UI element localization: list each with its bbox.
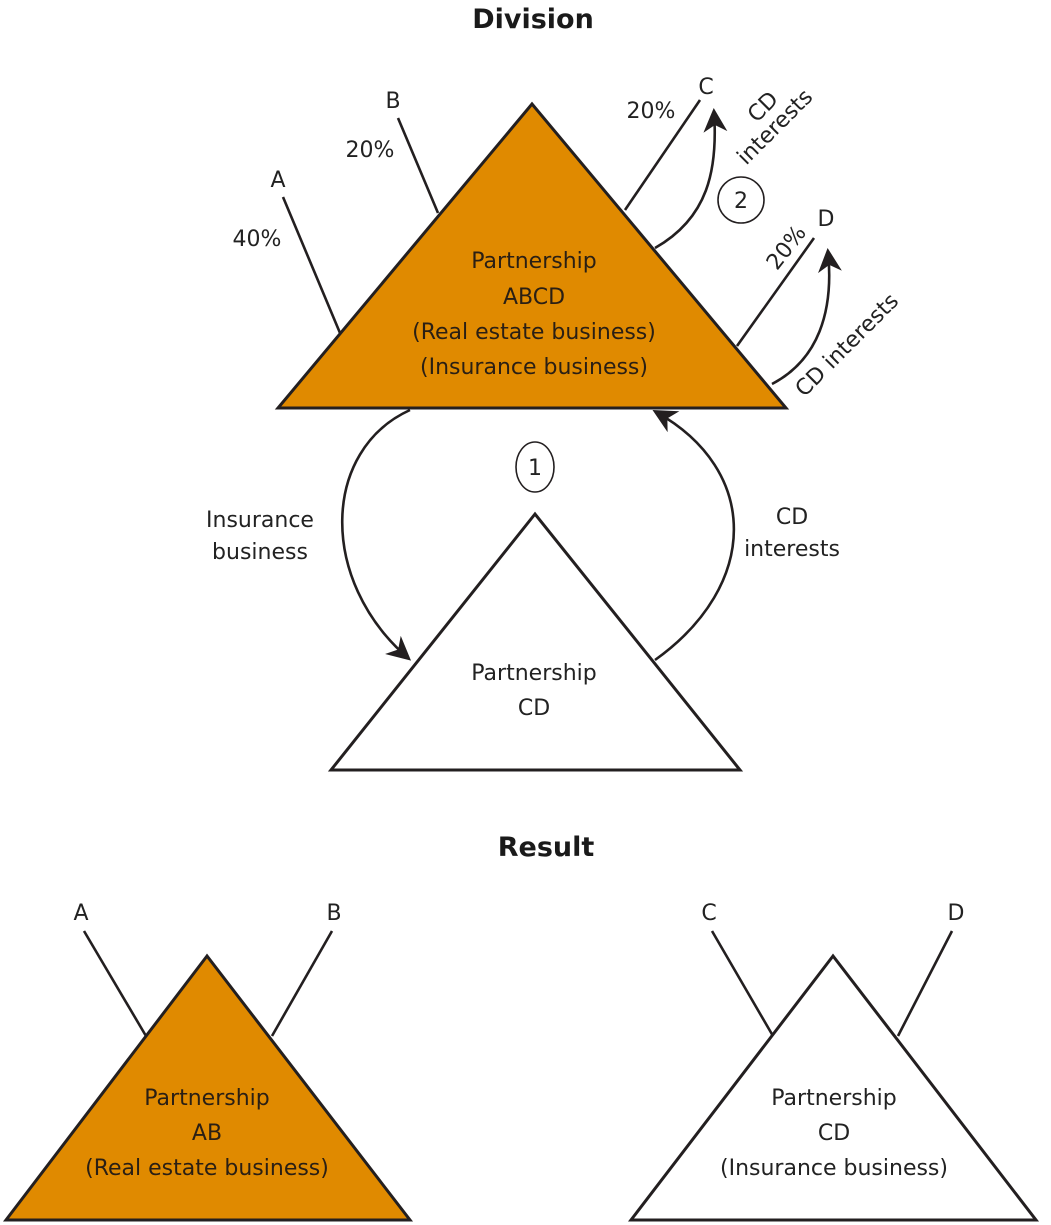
result-title: Result [498,832,595,863]
step-1-number: 1 [528,456,542,481]
partner-d-share: 20% [762,221,812,275]
partnership-cd-new-label: Partnership [471,661,596,686]
partner-c-line [623,99,702,211]
step-2-marker [717,176,765,224]
partner-b-line [396,117,440,214]
partnership-cd-result-triangle [627,953,1040,1222]
partner-a-label: A [270,168,285,193]
partner-a-share: 40% [233,227,282,252]
partnership-cd-new-name: CD [518,696,550,721]
partnership-abcd-triangle [274,101,790,410]
result-partner-d-line [896,930,954,1037]
partnership-cd-new-triangle [327,511,744,772]
partnership-cd-result-business: (Insurance business) [720,1156,948,1181]
result-partner-b-label: B [326,901,341,926]
result-partner-a-label: A [73,901,88,926]
partnership-cd-result-name: CD [818,1121,850,1146]
partnership-ab-business: (Real estate business) [85,1156,329,1181]
partnership-abcd-insurance: (Insurance business) [420,355,648,380]
result-partner-b-line [270,930,334,1037]
partnership-ab-label: Partnership [144,1086,269,1111]
partnership-abcd-label: Partnership [471,249,596,274]
step-2-number: 2 [734,189,748,214]
cd-interests-to-c-arrow [654,108,728,250]
partnership-abcd-real-estate: (Real estate business) [412,320,656,345]
cd-interests-label-line1: CD [776,505,808,530]
partner-b-share: 20% [346,138,395,163]
partnership-cd-result-label: Partnership [771,1086,896,1111]
cd-interests-to-d-arrow [771,248,842,386]
partner-d-line [735,237,816,347]
cd-interests-label-line2: interests [744,537,840,562]
partnership-ab-triangle [2,953,414,1222]
result-partner-c-label: C [701,901,716,926]
step-1-marker [515,441,555,493]
partner-d-label: D [818,207,835,232]
cd-interests-transfer-arrow [652,410,736,662]
insurance-business-label-line2: business [212,540,308,565]
partnership-ab-name: AB [192,1121,222,1146]
partner-b-label: B [385,89,400,114]
partner-c-share: 20% [627,99,676,124]
result-partner-c-line [710,930,775,1037]
result-partner-a-line [82,930,148,1037]
insurance-business-label-line1: Insurance [206,508,314,533]
result-partner-d-label: D [948,901,965,926]
division-title: Division [472,4,594,35]
cd-interests-to-d-label: CD interests [791,289,904,402]
partner-c-label: C [698,75,713,100]
partnership-abcd-name: ABCD [503,285,565,310]
partner-a-line [281,196,342,334]
insurance-business-transfer-arrow [341,408,412,661]
